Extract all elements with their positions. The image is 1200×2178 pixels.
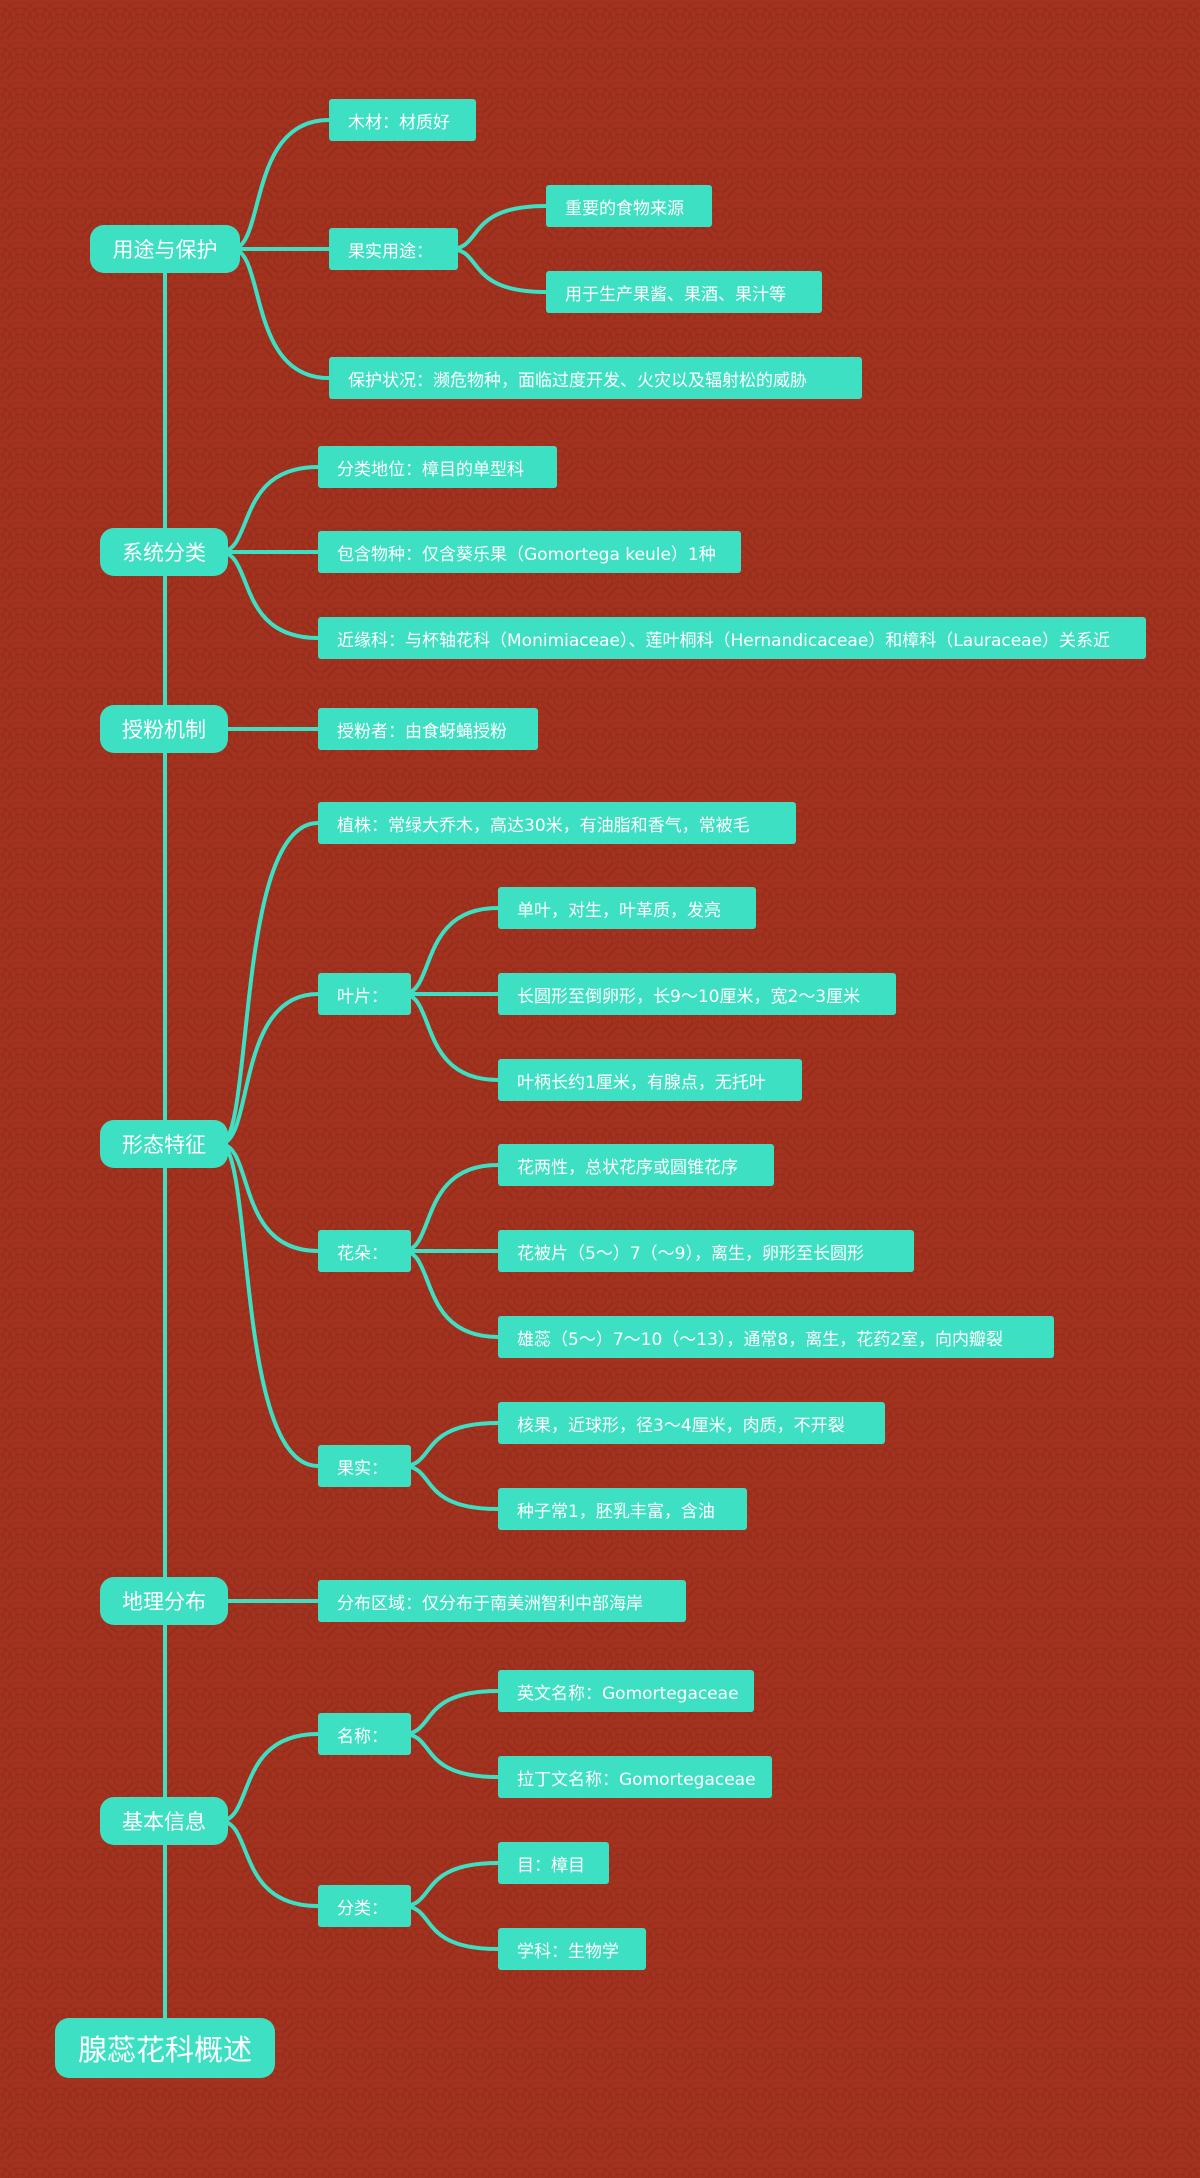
leaf-fruit-uses[interactable]: 果实用途：: [329, 228, 458, 270]
edge-branch-basic-info-to-leaf-classification: [218, 1819, 320, 1908]
leaf-discipline[interactable]: 学科：生物学: [498, 1928, 646, 1970]
edge-branch-morphology-to-leaf-plant: [218, 821, 320, 1146]
root-node[interactable]: 腺蕊花科概述: [55, 2018, 275, 2078]
leaf-leaf[interactable]: 叶片：: [318, 973, 411, 1015]
edge-branch-morphology-to-leaf-leaf: [218, 992, 320, 1146]
edge-branch-taxonomy-to-leaf-related-families: [218, 550, 320, 640]
leaf-flower[interactable]: 花朵：: [318, 1230, 411, 1272]
leaf-leaf-petiole[interactable]: 叶柄长约1厘米，有腺点，无托叶: [498, 1059, 802, 1101]
branch-morphology[interactable]: 形态特征: [100, 1120, 228, 1168]
edge-leaf-classification-to-leaf-order: [401, 1861, 500, 1908]
edge-leaf-name-to-leaf-name-english: [401, 1689, 500, 1736]
leaf-distribution-region[interactable]: 分布区域：仅分布于南美洲智利中部海岸: [318, 1580, 686, 1622]
edge-leaf-leaf-to-leaf-leaf-arrangement: [401, 906, 500, 996]
edge-leaf-fruit-uses-to-leaf-fruit-food: [448, 204, 548, 251]
branch-uses[interactable]: 用途与保护: [90, 225, 240, 273]
leaf-order[interactable]: 目：樟目: [498, 1842, 609, 1884]
leaf-flower-inflorescence[interactable]: 花两性，总状花序或圆锥花序: [498, 1144, 774, 1186]
leaf-leaf-arrangement[interactable]: 单叶，对生，叶革质，发亮: [498, 887, 756, 929]
leaf-fruit-drupe[interactable]: 核果，近球形，径3～4厘米，肉质，不开裂: [498, 1402, 885, 1444]
edge-branch-taxonomy-to-leaf-taxonomic-position: [218, 465, 320, 554]
edge-leaf-flower-to-leaf-flower-stamens: [401, 1249, 500, 1339]
leaf-name-english[interactable]: 英文名称：Gomortegaceae: [498, 1670, 754, 1712]
leaf-fruit-products[interactable]: 用于生产果酱、果酒、果汁等: [546, 271, 822, 313]
leaf-classification[interactable]: 分类：: [318, 1885, 411, 1927]
leaf-taxonomic-position[interactable]: 分类地位：樟目的单型科: [318, 446, 557, 488]
leaf-flower-stamens[interactable]: 雄蕊（5～）7～10（～13），通常8，离生，花药2室，向内瓣裂: [498, 1316, 1054, 1358]
edge-branch-basic-info-to-leaf-name: [218, 1732, 320, 1823]
edge-leaf-name-to-leaf-name-latin: [401, 1732, 500, 1779]
leaf-related-families[interactable]: 近缘科：与杯轴花科（Monimiaceae）、莲叶桐科（Hernandicace…: [318, 617, 1146, 659]
edge-leaf-fruit-to-leaf-fruit-drupe: [401, 1421, 500, 1468]
branch-distribution[interactable]: 地理分布: [100, 1577, 228, 1625]
edge-branch-morphology-to-leaf-fruit: [218, 1142, 320, 1468]
leaf-conservation-status[interactable]: 保护状况：濒危物种，面临过度开发、火灾以及辐射松的威胁: [329, 357, 862, 399]
leaf-fruit-seed[interactable]: 种子常1，胚乳丰富，含油: [498, 1488, 747, 1530]
edge-leaf-fruit-uses-to-leaf-fruit-products: [448, 247, 548, 294]
edge-branch-uses-to-leaf-wood: [230, 118, 331, 251]
leaf-wood[interactable]: 木材：材质好: [329, 99, 476, 141]
edge-leaf-fruit-to-leaf-fruit-seed: [401, 1464, 500, 1511]
leaf-pollinator[interactable]: 授粉者：由食蚜蝇授粉: [318, 708, 538, 750]
leaf-leaf-shape[interactable]: 长圆形至倒卵形，长9～10厘米，宽2～3厘米: [498, 973, 896, 1015]
branch-basic-info[interactable]: 基本信息: [100, 1797, 228, 1845]
leaf-name[interactable]: 名称：: [318, 1713, 411, 1755]
edge-leaf-leaf-to-leaf-leaf-petiole: [401, 992, 500, 1082]
leaf-flower-tepals[interactable]: 花被片（5～）7（～9），离生，卵形至长圆形: [498, 1230, 914, 1272]
edge-branch-morphology-to-leaf-flower: [218, 1142, 320, 1253]
edge-leaf-flower-to-leaf-flower-inflorescence: [401, 1163, 500, 1253]
branch-pollination[interactable]: 授粉机制: [100, 705, 228, 753]
leaf-included-species[interactable]: 包含物种：仅含葵乐果（Gomortega keule）1种: [318, 531, 741, 573]
leaf-fruit[interactable]: 果实：: [318, 1445, 411, 1487]
leaf-fruit-food[interactable]: 重要的食物来源: [546, 185, 712, 227]
leaf-plant[interactable]: 植株：常绿大乔木，高达30米，有油脂和香气，常被毛: [318, 802, 796, 844]
edge-branch-uses-to-leaf-conservation-status: [230, 247, 331, 380]
branch-taxonomy[interactable]: 系统分类: [100, 528, 228, 576]
leaf-name-latin[interactable]: 拉丁文名称：Gomortegaceae: [498, 1756, 772, 1798]
edge-leaf-classification-to-leaf-discipline: [401, 1904, 500, 1951]
